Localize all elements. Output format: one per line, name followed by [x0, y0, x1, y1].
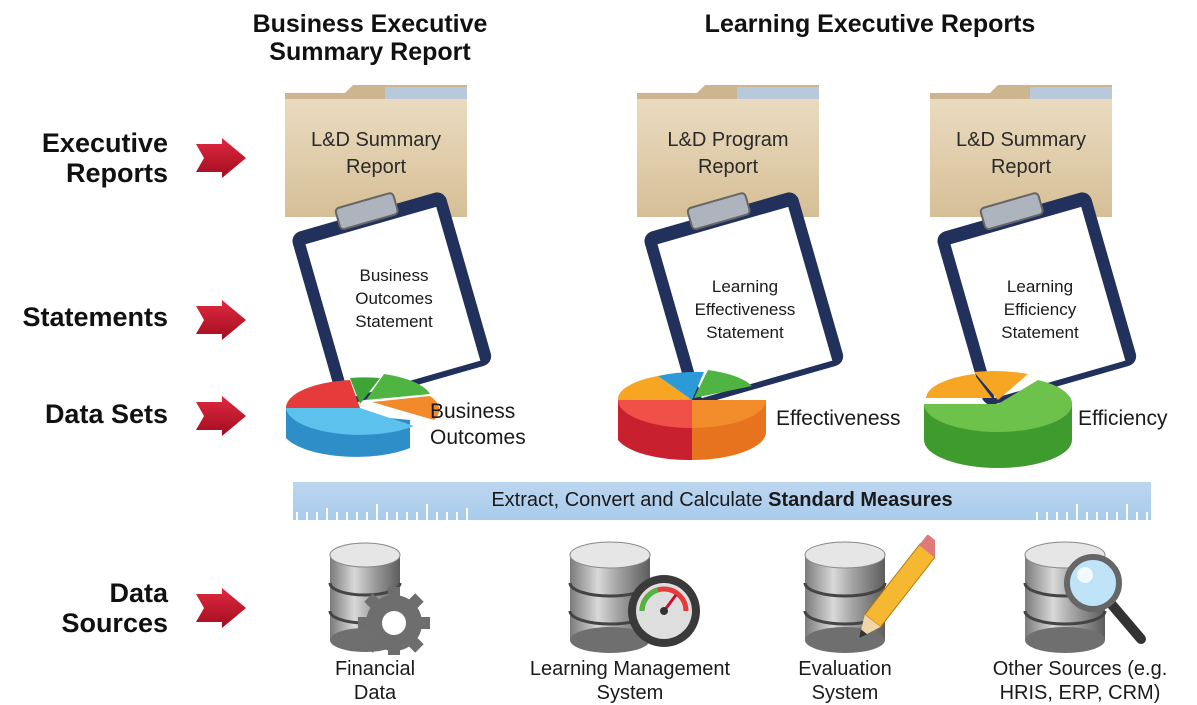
row-label-data-sources: Data Sources	[61, 578, 168, 638]
database-gauge-icon	[568, 541, 700, 653]
learning-reports-header: Learning Executive Reports	[704, 10, 1036, 38]
standard-measures-bar: Extract, Convert and Calculate Standard …	[293, 482, 1151, 520]
row-label-statements: Statements	[22, 302, 168, 332]
database-pencil-icon	[803, 535, 935, 653]
folder-label: L&D Summary Report	[955, 129, 1087, 178]
clipboard-icon	[937, 192, 1137, 405]
ruler-ticks	[296, 504, 1148, 520]
pie-chart-icon	[617, 370, 766, 461]
folder-label: L&D Program Report	[667, 129, 789, 178]
source-label-lms: Learning Management System	[529, 658, 731, 704]
standard-measures-text: Extract, Convert and Calculate Standard …	[293, 489, 1151, 512]
pie-chart-icon	[924, 371, 1073, 468]
statement-label: Learning Efficiency Statement	[1001, 277, 1079, 342]
database-magnifier-icon	[1023, 541, 1146, 653]
arrow-icon	[196, 588, 246, 628]
statement-label: Learning Effectiveness Statement	[694, 277, 796, 342]
folder-label: L&D Summary Report	[310, 129, 442, 178]
source-label-other: Other Sources (e.g. HRIS, ERP, CRM)	[992, 658, 1168, 704]
clipboard-icon	[292, 192, 492, 405]
arrow-icon	[196, 138, 246, 178]
row-label-data-sets: Data Sets	[44, 399, 168, 429]
arrow-icon	[196, 396, 246, 436]
bar-text-bold: Standard Measures	[768, 489, 953, 511]
database-gear-icon	[328, 542, 430, 655]
bar-text-regular: Extract, Convert and Calculate	[491, 489, 769, 511]
dataset-label: Effectiveness	[776, 407, 901, 430]
dataset-label: Efficiency	[1078, 407, 1168, 430]
source-label-financial: Financial Data	[334, 658, 416, 704]
row-label-executive-reports: Executive Reports	[41, 128, 168, 188]
clipboard-icon	[644, 192, 844, 405]
statement-label: Business Outcomes Statement	[355, 266, 433, 331]
arrow-icon	[196, 300, 246, 340]
dataset-label: Business Outcomes	[430, 400, 526, 449]
source-label-evaluation: Evaluation System	[798, 658, 892, 704]
business-report-header: Business Executive Summary Report	[252, 10, 488, 66]
pie-chart-icon	[285, 374, 440, 457]
